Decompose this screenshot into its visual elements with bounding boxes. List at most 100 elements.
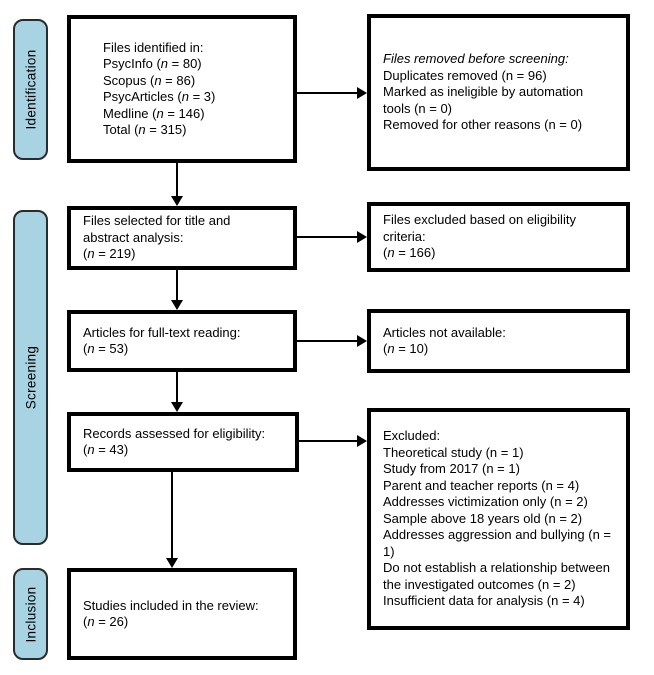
text-line: Articles for full-text reading: <box>83 325 287 342</box>
text-segment: ( <box>83 246 88 262</box>
text-segment: = 86) <box>161 72 196 88</box>
text-segment: = 3) <box>188 89 216 104</box>
arrow-shaft <box>297 340 359 342</box>
text-segment: n <box>156 105 164 121</box>
text-segment: Scopus ( <box>103 72 155 88</box>
text-segment: n <box>87 614 95 629</box>
text-line: abstract analysis: <box>83 230 287 247</box>
arrow-head-icon <box>171 300 183 310</box>
text-line: Records assessed for eligibility: <box>83 426 289 443</box>
text-segment: Studies included in the review: <box>83 597 259 613</box>
arrow-head-icon <box>166 558 178 568</box>
text-segment: n <box>87 442 95 457</box>
arrow-shaft <box>297 236 359 238</box>
box-excluded-reasons: Excluded:Theoretical study (n = 1)Study … <box>367 408 630 630</box>
text-segment: Files excluded based on eligibility <box>383 212 576 228</box>
text-segment: = 166) <box>394 245 436 261</box>
arrow-shaft <box>176 372 178 403</box>
text-segment: Duplicates removed (n = 96) <box>383 67 547 83</box>
arrow-shaft <box>171 472 173 560</box>
arrow-head-icon <box>171 402 183 412</box>
text-segment: criteria: <box>383 228 426 244</box>
text-line: (n = 10) <box>383 341 620 358</box>
text-line: criteria: <box>383 229 620 246</box>
text-segment: 1) <box>383 543 395 559</box>
text-segment: ( <box>83 442 88 457</box>
text-line: Do not establish a relationship between <box>383 560 620 577</box>
text-segment: = 146) <box>163 105 205 121</box>
text-line: PsycArticles (n = 3) <box>103 89 293 106</box>
text-segment: n <box>181 89 189 104</box>
arrow-shaft <box>176 163 178 197</box>
arrow-shaft <box>299 440 359 442</box>
text-segment: = 315) <box>145 122 187 137</box>
text-segment: = 10) <box>394 341 429 356</box>
arrow-shaft <box>297 92 359 94</box>
text-segment: Do not establish a relationship between <box>383 560 610 576</box>
text-line: Files selected for title and <box>83 213 287 230</box>
text-segment: n <box>87 246 95 262</box>
text-segment: ( <box>83 614 88 629</box>
arrow-head-icon <box>357 335 367 347</box>
text-segment: Addresses aggression and bullying (n = <box>383 527 612 543</box>
text-line: Duplicates removed (n = 96) <box>383 68 620 85</box>
text-segment: = 26) <box>94 614 129 629</box>
text-line: (n = 166) <box>383 245 620 262</box>
box-studies-included: Studies included in the review:(n = 26) <box>67 568 297 660</box>
text-line: Addresses aggression and bullying (n = <box>383 527 620 544</box>
text-segment: Records assessed for eligibility: <box>83 425 266 441</box>
text-segment: Total ( <box>103 122 139 137</box>
text-segment: Files removed before screening: <box>383 51 569 67</box>
text-line: (n = 219) <box>83 246 287 263</box>
text-line: the investigated outcomes (n = 2) <box>383 577 620 594</box>
text-segment: Insufficient data for analysis (n = 4) <box>383 593 585 609</box>
text-line: Total (n = 315) <box>103 122 293 139</box>
text-line: Study from 2017 (n = 1) <box>383 461 620 478</box>
text-segment: Articles for full-text reading: <box>83 324 241 340</box>
text-line: Files excluded based on eligibility <box>383 212 620 229</box>
stage-label-identification: Identification <box>13 19 48 160</box>
box-files-identified: Files identified in:PsycInfo (n = 80)Sco… <box>67 15 297 163</box>
text-line: tools (n = 0) <box>383 101 620 118</box>
box-records-assessed: Records assessed for eligibility:(n = 43… <box>67 412 299 472</box>
text-segment: n <box>87 341 95 356</box>
text-line: Studies included in the review: <box>83 598 287 615</box>
text-segment: = 43) <box>94 442 129 457</box>
text-segment: n <box>387 245 395 261</box>
box-files-removed: Files removed before screening:Duplicate… <box>367 14 630 171</box>
text-segment: = 53) <box>94 341 129 356</box>
text-segment: Articles not available: <box>383 324 506 340</box>
stage-label-text: Identification <box>23 49 38 130</box>
text-segment: Marked as ineligible by automation <box>383 84 584 100</box>
text-line: (n = 26) <box>83 614 287 631</box>
text-line: Scopus (n = 86) <box>103 73 293 90</box>
arrow-shaft <box>176 270 178 301</box>
text-segment: = 219) <box>94 246 136 262</box>
text-segment: n <box>387 341 395 356</box>
arrow-head-icon <box>357 231 367 243</box>
text-segment: PsycArticles ( <box>103 89 182 104</box>
text-line: Marked as ineligible by automation <box>383 84 620 101</box>
text-line: Removed for other reasons (n = 0) <box>383 117 620 134</box>
text-line: Addresses victimization only (n = 2) <box>383 494 620 511</box>
text-line: Excluded: <box>383 428 620 445</box>
text-segment: Addresses victimization only (n = 2) <box>383 494 588 510</box>
text-line: 1) <box>383 544 620 561</box>
text-segment: Files identified in: <box>103 39 204 55</box>
text-segment: abstract analysis: <box>83 229 184 245</box>
text-segment: Parent and teacher reports (n = 4) <box>383 477 580 493</box>
text-segment: Medline ( <box>103 105 157 121</box>
stage-label-screening: Screening <box>13 210 48 545</box>
box-full-text-reading: Articles for full-text reading:(n = 53) <box>67 310 297 372</box>
stage-label-text: Inclusion <box>23 586 39 642</box>
text-line: Medline (n = 146) <box>103 106 293 123</box>
text-segment: tools (n = 0) <box>383 100 453 116</box>
text-line: Parent and teacher reports (n = 4) <box>383 478 620 495</box>
text-segment: Study from 2017 (n = 1) <box>383 461 520 477</box>
text-segment: n <box>154 72 162 88</box>
text-segment: ( <box>83 341 88 356</box>
arrow-head-icon <box>357 435 367 447</box>
box-articles-not-available: Articles not available:(n = 10) <box>367 309 630 373</box>
